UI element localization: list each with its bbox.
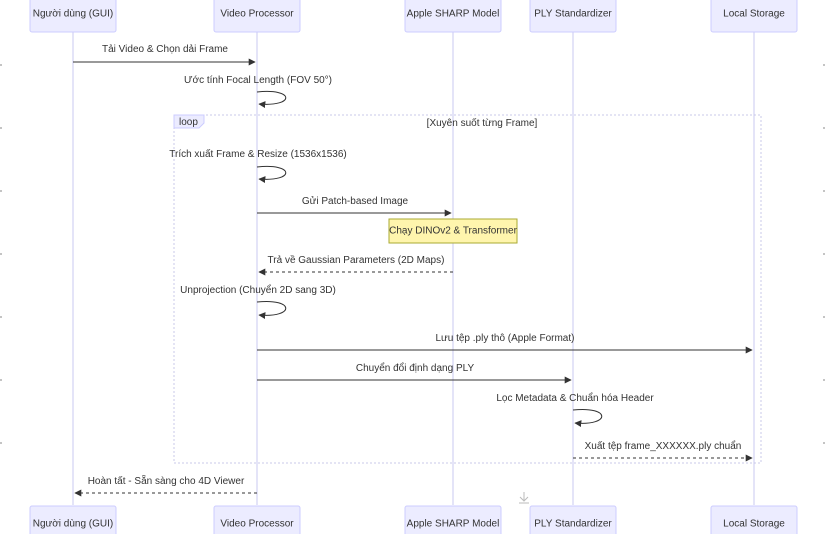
message-arrow	[256, 300, 287, 320]
actor-label: Local Storage	[723, 519, 785, 530]
message-label: Hoàn tất - Sẵn sàng cho 4D Viewer	[88, 474, 245, 487]
actor-label: Video Processor	[220, 519, 294, 530]
actor-top-local-storage: Local Storage	[710, 0, 798, 33]
edge-ticks	[0, 64, 825, 444]
actor-top-ply-standardizer: PLY Standardizer	[529, 0, 617, 33]
lifelines	[72, 32, 755, 505]
message-label: Lọc Metadata & Chuẩn hóa Header	[496, 392, 654, 404]
actor-bottom-sharp-model: Apple SHARP Model	[404, 505, 502, 534]
message-label: Lưu tệp .ply thô (Apple Format)	[436, 333, 575, 344]
actor-top-video-processor: Video Processor	[213, 0, 301, 33]
actor-bottom-video-processor: Video Processor	[213, 505, 301, 534]
message-export-ply: Xuất tệp frame_XXXXXX.ply chuẩn	[573, 440, 753, 462]
message-convert-ply: Chuyển đổi định dạng PLY	[257, 362, 572, 384]
message-label: Trích xuất Frame & Resize (1536x1536)	[169, 148, 346, 160]
message-unprojection: Unprojection (Chuyển 2D sang 3D)	[180, 284, 336, 320]
download-icon[interactable]	[519, 492, 529, 504]
actor-top-sharp-model: Apple SHARP Model	[404, 0, 502, 33]
actors-bottom: Người dùng (GUI) Video Processor Apple S…	[29, 505, 798, 534]
message-label: Chuyển đổi định dạng PLY	[356, 362, 475, 374]
loop-keyword: loop	[179, 117, 198, 128]
message-return-gaussian: Trả về Gaussian Parameters (2D Maps)	[258, 254, 453, 276]
message-filter-metadata: Lọc Metadata & Chuẩn hóa Header	[496, 392, 654, 428]
message-focal-length: Ước tính Focal Length (FOV 50°)	[184, 75, 332, 109]
actor-label: Người dùng (GUI)	[33, 9, 114, 20]
actor-label: Người dùng (GUI)	[33, 519, 114, 530]
message-extract-frame: Trích xuất Frame & Resize (1536x1536)	[169, 148, 347, 184]
messages: Tải Video & Chọn dải Frame Ước tính Foca…	[73, 44, 753, 497]
actor-bottom-local-storage: Local Storage	[710, 505, 798, 534]
message-arrow	[256, 165, 287, 184]
actor-label: PLY Standardizer	[534, 9, 612, 20]
actor-bottom-gui: Người dùng (GUI)	[29, 505, 117, 534]
message-label: Tải Video & Chọn dải Frame	[102, 44, 228, 55]
actor-label: Local Storage	[723, 9, 785, 20]
note-text: Chạy DINOv2 & Transformer	[389, 226, 517, 237]
message-load-video: Tải Video & Chọn dải Frame	[73, 44, 256, 66]
actors-top: Người dùng (GUI) Video Processor Apple S…	[29, 0, 798, 33]
actor-bottom-ply-standardizer: PLY Standardizer	[529, 505, 617, 534]
actor-label: Video Processor	[220, 9, 294, 20]
loop-condition: [Xuyên suốt từng Frame]	[427, 117, 538, 129]
message-label: Unprojection (Chuyển 2D sang 3D)	[180, 284, 336, 296]
loop-frame: loop [Xuyên suốt từng Frame]	[173, 114, 762, 464]
message-label: Xuất tệp frame_XXXXXX.ply chuẩn	[585, 440, 742, 452]
message-arrow	[256, 90, 287, 109]
message-send-patch: Gửi Patch-based Image	[257, 195, 452, 217]
message-label: Trả về Gaussian Parameters (2D Maps)	[268, 254, 445, 266]
message-label: Ước tính Focal Length (FOV 50°)	[184, 75, 332, 86]
actor-label: PLY Standardizer	[534, 519, 612, 530]
actor-top-gui: Người dùng (GUI)	[29, 0, 117, 33]
actor-label: Apple SHARP Model	[407, 519, 500, 530]
message-label: Gửi Patch-based Image	[302, 195, 409, 207]
actor-label: Apple SHARP Model	[407, 9, 500, 20]
message-save-raw-ply: Lưu tệp .ply thô (Apple Format)	[257, 333, 753, 354]
note-dinov2: Chạy DINOv2 & Transformer	[388, 218, 518, 244]
message-complete: Hoàn tất - Sẵn sàng cho 4D Viewer	[74, 474, 257, 497]
message-arrow	[572, 408, 603, 428]
